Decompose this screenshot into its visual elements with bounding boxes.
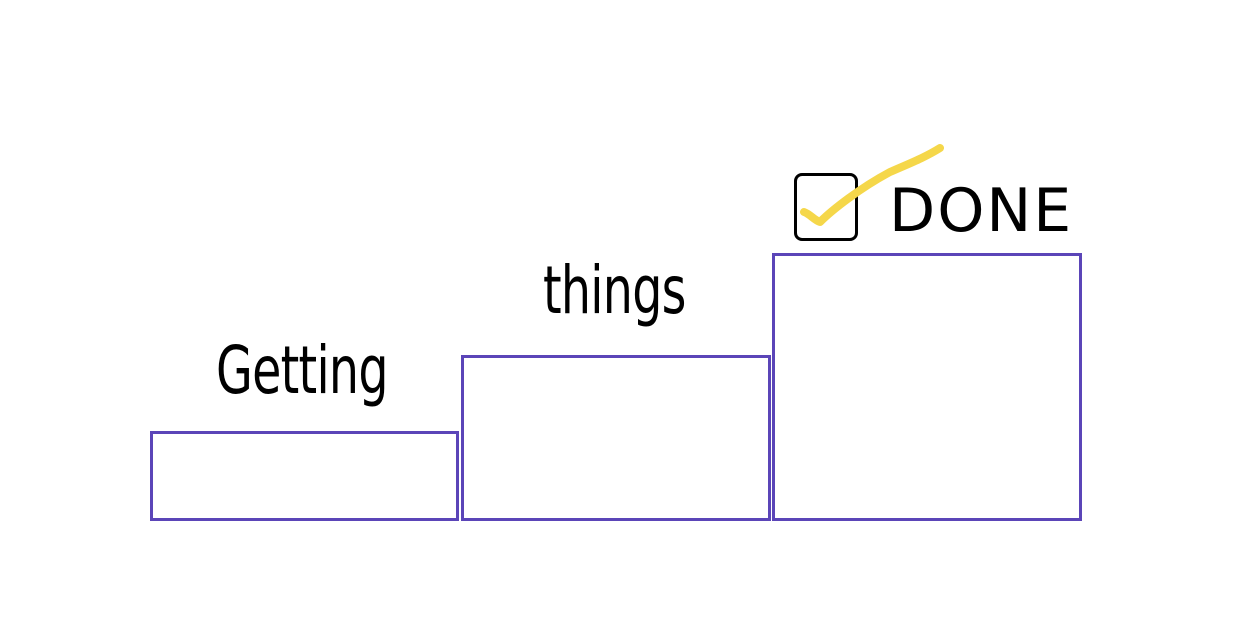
step-2-label: things (543, 252, 686, 329)
step-3-label: DONE (889, 176, 1074, 246)
checkbox-icon (794, 173, 858, 241)
step-3-box (772, 253, 1082, 521)
checkmark-icon (800, 144, 944, 226)
step-1-label: Getting (216, 332, 388, 409)
step-2-box (461, 355, 771, 521)
step-1-box (150, 431, 459, 521)
